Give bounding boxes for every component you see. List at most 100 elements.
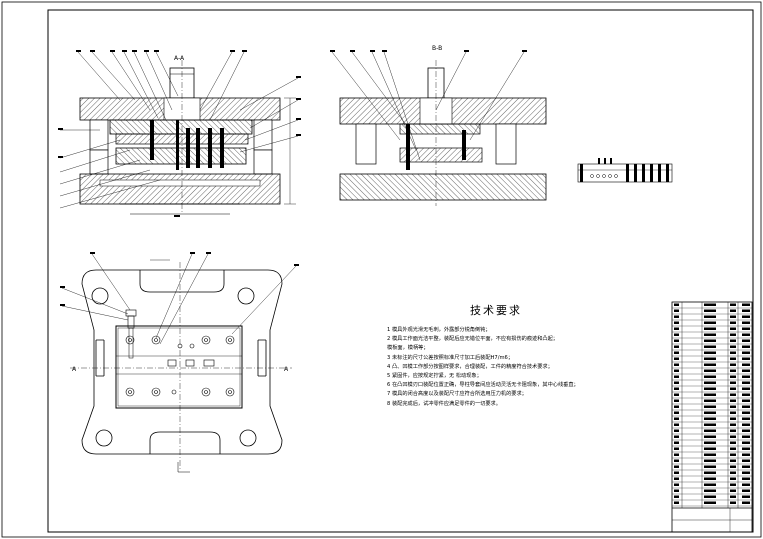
plan-section-marker-left: A — [72, 366, 77, 373]
parts-row-text-mark — [674, 315, 679, 318]
parts-row-text-mark — [730, 399, 736, 402]
strip-layout — [577, 158, 673, 183]
parts-row-text-mark — [704, 411, 716, 414]
parts-row-text-mark — [704, 423, 716, 426]
parts-row-text-mark — [704, 495, 716, 498]
parts-row-text-mark — [730, 459, 736, 462]
parts-row-text-mark — [730, 309, 736, 312]
parts-row-text-mark — [674, 411, 679, 414]
section-bb-label: B-B — [432, 45, 442, 52]
tech-note: 4 凸、凹模工作部分按图样要求，合理装配，工件的精度符合技术要求； — [387, 363, 553, 370]
parts-row-text-mark — [730, 387, 736, 390]
section-aa-view — [58, 50, 301, 217]
parts-row-text-mark — [704, 471, 716, 474]
parts-row-text-mark — [730, 405, 736, 408]
parts-row-text-mark — [730, 357, 736, 360]
parts-row-text-mark — [704, 447, 716, 450]
tech-note: 3 未标注的尺寸公差按照标准尺寸加工后装配H7/m6； — [387, 354, 514, 361]
plan-view-detail — [60, 252, 299, 473]
parts-row-text-mark — [674, 453, 679, 456]
parts-row-text-mark — [730, 453, 736, 456]
parts-row-text-mark — [704, 453, 716, 456]
parts-row-text-mark — [742, 459, 750, 462]
parts-row-text-mark — [674, 381, 679, 384]
parts-row-text-mark — [742, 399, 750, 402]
parts-row-text-mark — [704, 489, 716, 492]
parts-row-text-mark — [730, 327, 736, 330]
parts-row-text-mark — [674, 399, 679, 402]
parts-row-text-mark — [704, 333, 716, 336]
parts-row-text-mark — [674, 405, 679, 408]
technical-requirements-title: 技术要求 — [470, 304, 522, 317]
parts-row-text-mark — [674, 375, 679, 378]
parts-row-text-mark — [730, 471, 736, 474]
parts-row-text-mark — [704, 387, 716, 390]
parts-row-text-mark — [674, 351, 679, 354]
parts-row-text-mark — [704, 375, 716, 378]
parts-row-text-mark — [704, 309, 716, 312]
parts-row-text-mark — [730, 303, 736, 306]
parts-row-text-mark — [704, 435, 716, 438]
parts-row-text-mark — [730, 483, 736, 486]
parts-row-text-mark — [730, 435, 736, 438]
parts-row-text-mark — [730, 375, 736, 378]
tech-note: 8 装配完成后，试冲零件应满足零件的一切要求。 — [387, 400, 501, 407]
parts-row-text-mark — [730, 447, 736, 450]
parts-row-text-mark — [742, 339, 750, 342]
parts-row-text-mark — [704, 357, 716, 360]
parts-row-text-mark — [742, 321, 750, 324]
parts-row-text-mark — [674, 339, 679, 342]
parts-row-text-mark — [742, 417, 750, 420]
parts-row-text-mark — [704, 303, 716, 306]
parts-row-text-mark — [742, 489, 750, 492]
parts-row-text-mark — [742, 411, 750, 414]
parts-row-text-mark — [674, 501, 679, 504]
tech-note: 6 在凸凹模刃口装配位置正确，导柱导套间应活动灵活无卡阻现象，其中心线垂直； — [387, 382, 579, 389]
parts-row-text-mark — [674, 327, 679, 330]
section-aa-label: A-A — [174, 55, 185, 62]
parts-row-text-mark — [704, 363, 716, 366]
parts-row-text-mark — [674, 345, 679, 348]
tech-note: 模板面，模柄等； — [387, 345, 429, 352]
parts-row-text-mark — [704, 315, 716, 318]
parts-row-text-mark — [742, 447, 750, 450]
parts-row-text-mark — [742, 327, 750, 330]
parts-row-text-mark — [742, 435, 750, 438]
parts-row-text-mark — [742, 471, 750, 474]
parts-row-text-mark — [674, 333, 679, 336]
parts-row-text-mark — [742, 465, 750, 468]
parts-row-text-mark — [730, 351, 736, 354]
parts-row-text-mark — [674, 357, 679, 360]
parts-row-text-mark — [742, 429, 750, 432]
parts-row-text-mark — [674, 363, 679, 366]
parts-row-text-mark — [730, 393, 736, 396]
parts-row-text-mark — [730, 333, 736, 336]
parts-row-text-mark — [730, 501, 736, 504]
parts-row-text-mark — [742, 501, 750, 504]
parts-row-text-mark — [742, 423, 750, 426]
parts-row-text-mark — [704, 483, 716, 486]
parts-row-text-mark — [674, 423, 679, 426]
parts-row-text-mark — [730, 495, 736, 498]
parts-row-text-mark — [730, 429, 736, 432]
parts-row-text-mark — [730, 339, 736, 342]
tech-note: 7 模具的闭合高度以及装配尺寸应符合所选用压力机的要求； — [387, 391, 527, 398]
parts-row-text-mark — [730, 345, 736, 348]
parts-row-text-mark — [674, 441, 679, 444]
inner-border — [47, 9, 754, 533]
parts-row-text-mark — [674, 429, 679, 432]
parts-row-text-mark — [674, 459, 679, 462]
parts-row-text-mark — [674, 369, 679, 372]
parts-row-text-mark — [674, 495, 679, 498]
parts-row-text-mark — [674, 393, 679, 396]
parts-row-text-mark — [742, 357, 750, 360]
parts-row-text-mark — [674, 447, 679, 450]
parts-row-text-mark — [704, 501, 716, 504]
parts-row-text-mark — [742, 381, 750, 384]
parts-row-text-mark — [674, 477, 679, 480]
parts-row-text-mark — [704, 369, 716, 372]
tech-note: 5 紧固件，应按规定拧紧，无 松动现象； — [387, 373, 482, 380]
parts-row-text-mark — [730, 489, 736, 492]
parts-row-text-mark — [674, 471, 679, 474]
